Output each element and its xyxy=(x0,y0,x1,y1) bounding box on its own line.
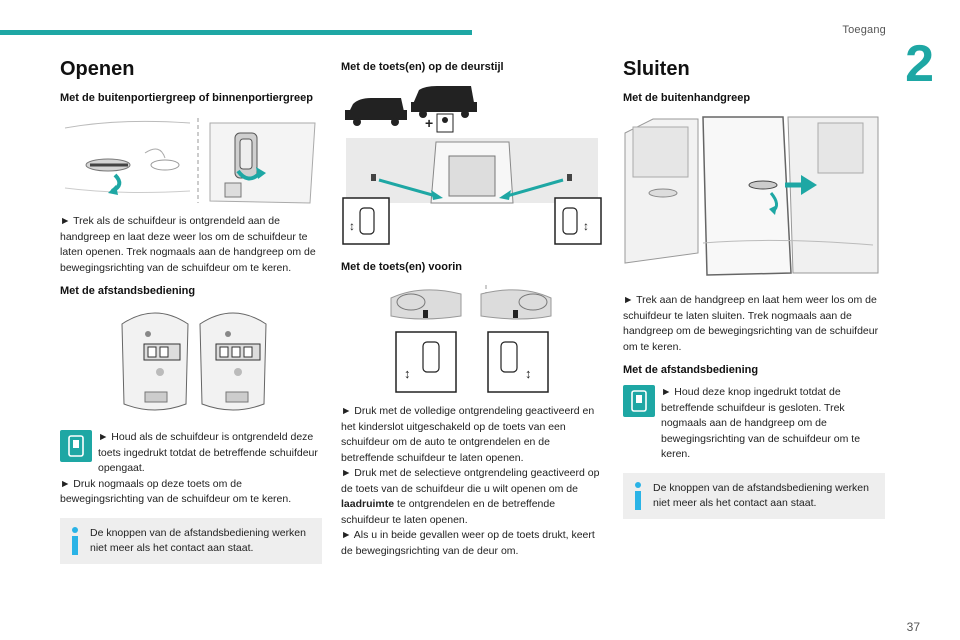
info-box-remote: De knoppen van de afstandsbediening werk… xyxy=(60,517,322,564)
selective-text-bold: laadruimte xyxy=(341,498,395,510)
remote-key-figure xyxy=(60,304,322,422)
info-icon xyxy=(72,526,78,555)
door-handle-icon xyxy=(623,113,885,285)
van-variants-figure: + xyxy=(341,84,603,134)
subheading-afstandsbediening-sluiten: Met de afstandsbediening xyxy=(623,364,759,376)
svg-text:↕: ↕ xyxy=(583,219,589,233)
close-handle-figure xyxy=(623,113,885,285)
heading-sluiten: Sluiten xyxy=(623,58,690,80)
subheading-voorin: Met de toets(en) voorin xyxy=(341,261,463,273)
door-handle-icon xyxy=(60,113,322,208)
column-openen: Openen Met de buitenportiergreep of binn… xyxy=(60,52,322,564)
page-number: 37 xyxy=(906,620,920,634)
front-buttons-figure: ↕ ↕ xyxy=(341,280,603,398)
subheading-buitenhandgreep: Met de buitenhandgreep xyxy=(623,92,751,104)
remote-close-block: ► Houd deze knop ingedrukt totdat de bet… xyxy=(623,385,885,463)
subheading-deurstijl: Met de toets(en) op de deurstijl xyxy=(341,61,504,73)
remote-key-icon xyxy=(121,312,267,411)
header-accent-bar xyxy=(0,30,472,35)
info-text-remote-close: De knoppen van de afstandsbediening werk… xyxy=(653,481,869,509)
paragraph-remote-open: ► Houd als de schuifdeur is ontgrendeld … xyxy=(98,431,318,474)
paragraph-reverse: ► Als u in beide gevallen weer op de toe… xyxy=(341,529,595,557)
selective-text-post: te ontgrendelen en de betreffende schuif… xyxy=(341,498,556,526)
info-text-remote: De knoppen van de afstandsbediening werk… xyxy=(90,526,306,554)
section-name: Toegang xyxy=(842,24,886,36)
svg-text:↕: ↕ xyxy=(349,219,355,233)
sliding-door-button-icon: ↕ ↕ xyxy=(342,138,602,245)
info-box-remote-close: De knoppen van de afstandsbediening werk… xyxy=(623,472,885,519)
paragraph-full-unlock: ► Druk met de volledige ontgrendeling ge… xyxy=(341,405,595,464)
paragraph-close-handle: ► Trek aan de handgreep en laat hem weer… xyxy=(623,294,879,353)
svg-text:↕: ↕ xyxy=(404,366,411,381)
paragraph-selective-unlock: ► Druk met de selectieve ontgrendeling g… xyxy=(341,466,603,528)
paragraph-remote-close: ► Houd deze knop ingedrukt totdat de bet… xyxy=(661,386,861,460)
column-toetsen: Met de toets(en) op de deurstijl + xyxy=(341,52,603,559)
column-sluiten: Sluiten Met de buitenhandgreep ► Trek aa… xyxy=(623,52,885,519)
subheading-afstandsbediening: Met de afstandsbediening xyxy=(60,285,196,297)
paragraph-open-handle: ► Trek als de schuifdeur is ontgrendeld … xyxy=(60,215,316,274)
selective-text-pre: ► Druk met de selectieve ontgrendeling g… xyxy=(341,467,600,495)
remote-open-block: ► Houd als de schuifdeur is ontgrendeld … xyxy=(60,430,322,508)
chapter-number: 2 xyxy=(905,35,934,93)
subheading-portiergreep: Met de buitenportiergreep of binnenporti… xyxy=(60,92,314,104)
remote-key-badge-icon xyxy=(60,430,92,462)
van-silhouette-icon: + xyxy=(345,86,477,133)
info-icon xyxy=(635,481,641,510)
child-lock-icon: ↕ ↕ xyxy=(390,285,552,393)
svg-text:↕: ↕ xyxy=(525,366,532,381)
svg-text:+: + xyxy=(425,115,433,131)
remote-key-badge-icon xyxy=(623,385,655,417)
door-handle-figure xyxy=(60,113,322,208)
paragraph-remote-reverse: ► Druk nogmaals op deze toets om de bewe… xyxy=(60,477,292,506)
heading-openen: Openen xyxy=(60,58,135,80)
pillar-buttons-figure: ↕ ↕ xyxy=(341,138,603,250)
